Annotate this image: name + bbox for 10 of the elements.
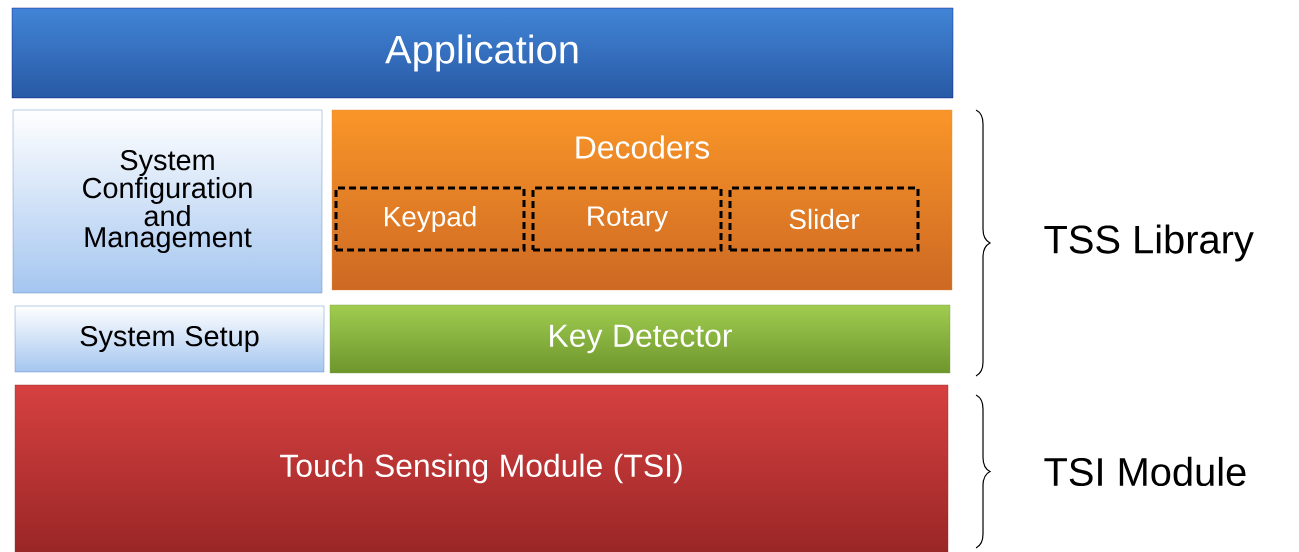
- component-box: Keypad: [334, 186, 526, 252]
- layer-label: TSI Module: [1044, 456, 1246, 487]
- component-box: Rotary: [531, 186, 723, 252]
- layer-box: Key Detector: [329, 304, 951, 374]
- component-box: Slider: [728, 186, 920, 252]
- layer-box: System Setup: [14, 305, 325, 373]
- layer-box: Application: [11, 7, 954, 99]
- layer-box: Touch Sensing Module (TSI): [14, 384, 949, 552]
- layer-box: System Configuration and Management: [12, 109, 323, 294]
- layer-label: TSS Library: [1044, 224, 1254, 262]
